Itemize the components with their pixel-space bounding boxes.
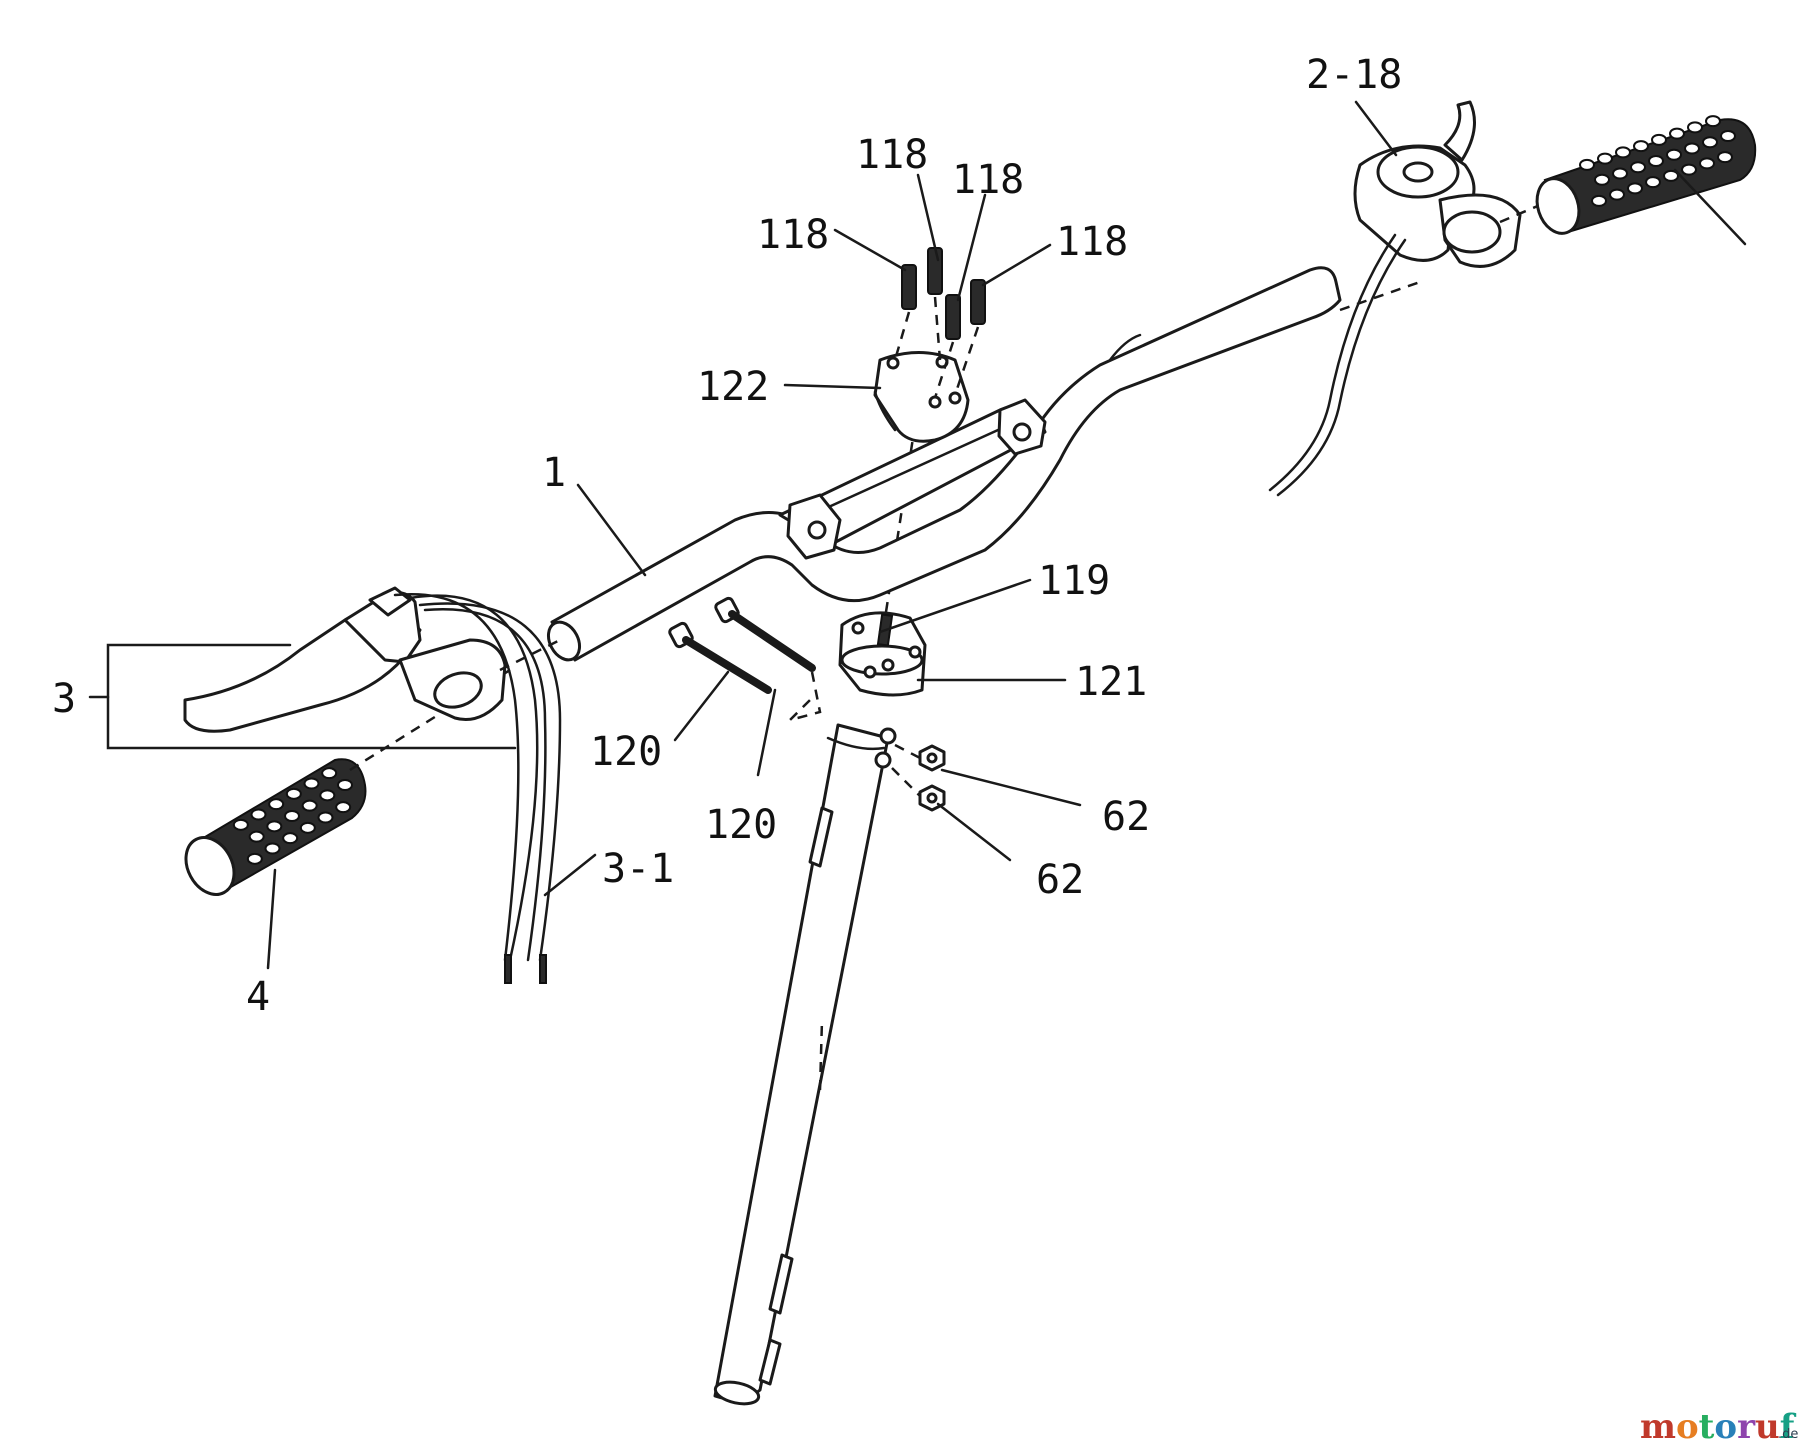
brake-cables — [393, 592, 562, 984]
label-3: 3 — [52, 676, 76, 722]
grip-texture — [335, 801, 352, 814]
grip-texture — [1687, 121, 1703, 134]
label-122: 122 — [697, 364, 769, 410]
lock-nuts — [891, 743, 946, 812]
grip-texture — [1615, 146, 1631, 159]
grip-texture — [1681, 163, 1697, 176]
leader-lines — [266, 100, 1747, 970]
part-labels: 2-18 118 118 118 118 122 1 119 121 3 120… — [52, 52, 1402, 1020]
grip-texture — [232, 818, 249, 831]
grip-texture — [1597, 152, 1613, 165]
label-62-a: 62 — [1102, 794, 1150, 840]
long-bolts — [668, 596, 822, 723]
brake-bracket — [88, 643, 517, 750]
grip-texture — [284, 810, 300, 822]
grip-texture — [301, 799, 318, 812]
grip-texture — [1717, 151, 1733, 164]
grip-texture — [1609, 188, 1625, 201]
label-1: 1 — [542, 450, 566, 496]
grip-texture — [303, 777, 320, 790]
grip-texture — [1645, 176, 1661, 189]
grip-texture — [250, 808, 267, 821]
grip-texture — [246, 852, 263, 865]
label-4: 4 — [246, 974, 270, 1020]
grip-texture — [1651, 133, 1667, 146]
right-grip — [1535, 115, 1757, 235]
grip-texture — [319, 789, 336, 802]
grip-texture — [248, 830, 265, 843]
grip-texture — [1669, 127, 1685, 140]
label-62-b: 62 — [1036, 857, 1084, 903]
stem-clamp-base — [838, 611, 927, 697]
grip-texture — [1630, 161, 1646, 174]
watermark-logo: motoruf .de — [1640, 1407, 1798, 1447]
grip-texture — [1648, 155, 1664, 167]
label-121: 121 — [1075, 659, 1147, 705]
grip-texture — [282, 832, 299, 845]
label-118-d: 118 — [1056, 219, 1128, 265]
stem-cap — [873, 351, 970, 443]
grip-texture — [321, 767, 338, 780]
grip-texture — [1663, 169, 1679, 182]
grip-texture — [268, 798, 285, 811]
grip-texture — [266, 820, 283, 833]
label-120-b: 120 — [705, 802, 777, 848]
grip-texture — [1612, 167, 1628, 180]
label-2-18: 2-18 — [1306, 52, 1402, 98]
label-118-a: 118 — [856, 132, 928, 178]
label-119: 119 — [1038, 558, 1110, 604]
grip-texture — [1627, 182, 1643, 195]
grip-texture — [1666, 148, 1682, 161]
grip-texture — [1699, 157, 1715, 170]
brake-lever — [183, 586, 561, 733]
label-118-b: 118 — [952, 157, 1024, 203]
grip-texture — [264, 842, 281, 855]
grip-texture — [337, 779, 353, 791]
grip-texture — [1720, 130, 1736, 142]
grip-texture — [285, 787, 302, 800]
label-120-a: 120 — [590, 729, 662, 775]
grip-texture — [1684, 142, 1700, 155]
svg-text:motoruf: motoruf — [1640, 1407, 1797, 1447]
label-3-1: 3-1 — [602, 846, 674, 892]
grip-texture — [1633, 140, 1649, 153]
label-118-c: 118 — [757, 212, 829, 258]
grip-texture — [1594, 173, 1610, 186]
grip-texture — [1591, 194, 1607, 207]
grip-texture — [317, 811, 334, 824]
left-grip — [184, 668, 511, 896]
cap-bolts — [893, 247, 986, 399]
steering-column — [713, 723, 897, 1406]
svg-text:.de: .de — [1778, 1427, 1798, 1442]
throttle-assembly — [1268, 100, 1541, 497]
grip-texture — [299, 821, 316, 834]
handlebar — [546, 266, 1342, 662]
grip-texture — [1705, 115, 1721, 128]
grip-texture — [1579, 158, 1595, 171]
grip-texture — [1702, 136, 1718, 149]
